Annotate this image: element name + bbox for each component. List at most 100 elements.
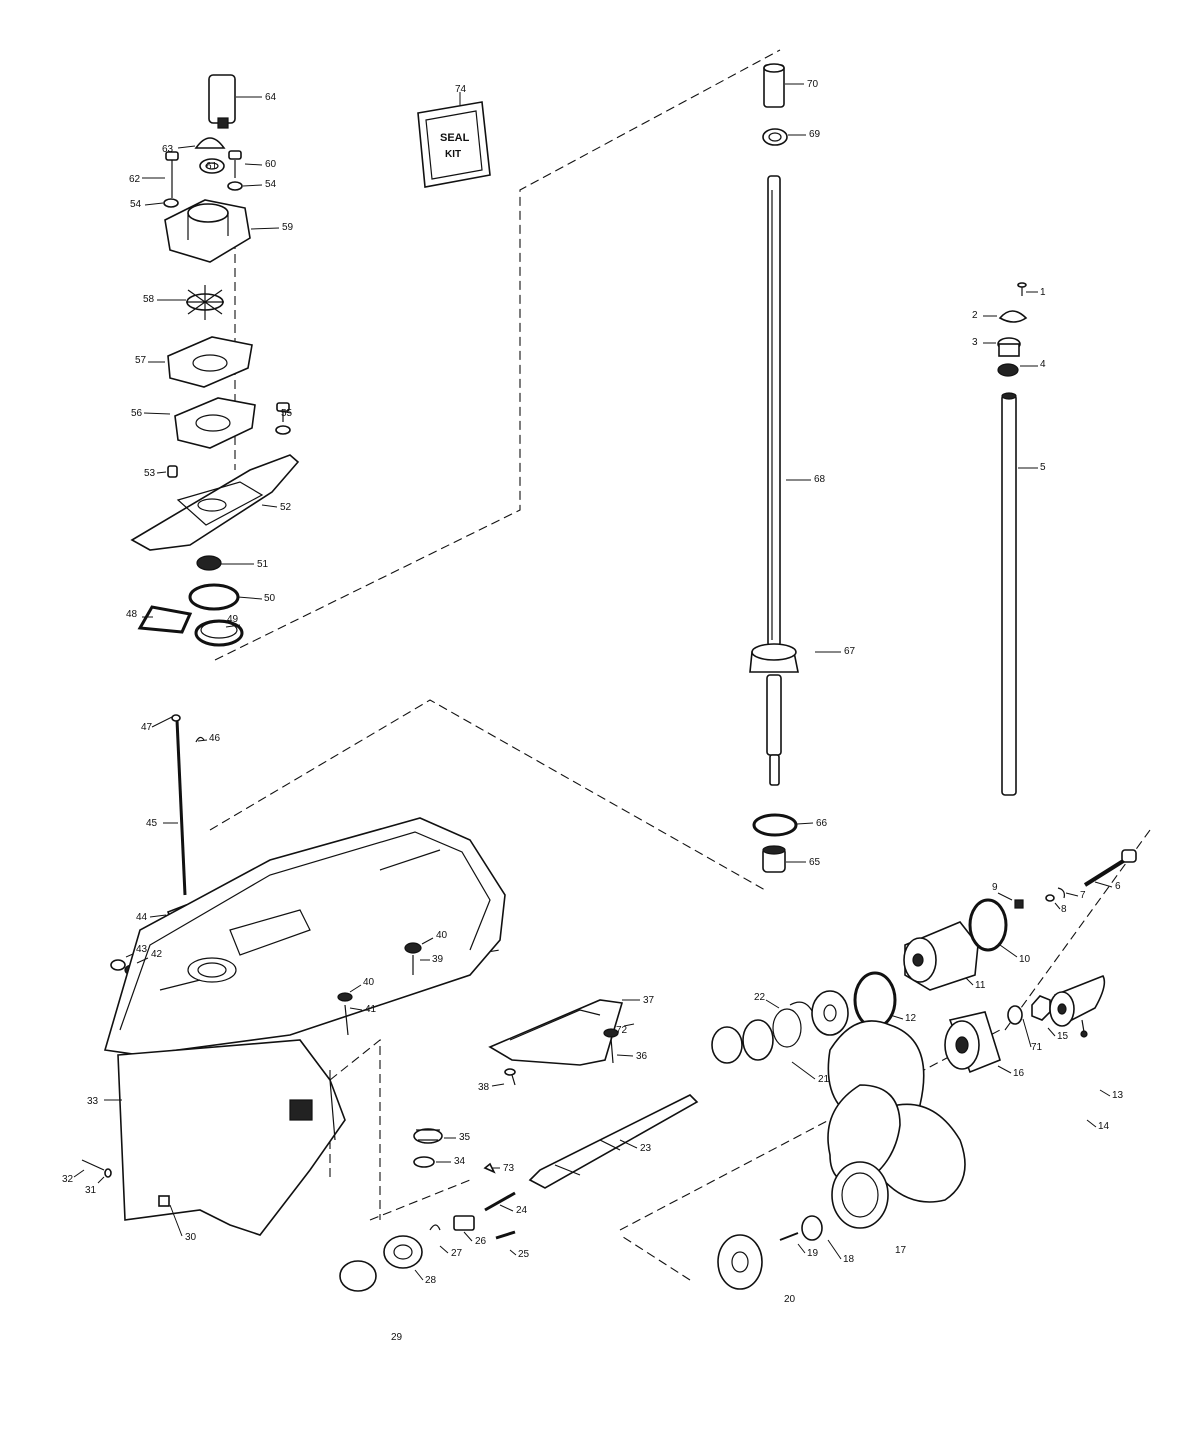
- callout-leader-44: [149, 914, 167, 918]
- callout-leader-31: [97, 1176, 105, 1184]
- callout-leader-52: [261, 504, 278, 508]
- callout-66: 66: [816, 818, 828, 829]
- callout-1: 1: [1040, 287, 1046, 298]
- callout-72: 72: [616, 1025, 628, 1036]
- impeller: [186, 285, 224, 320]
- seal-kit-box: SEAL KIT: [417, 101, 491, 188]
- callout-47: 47: [141, 722, 153, 733]
- callout-42: 42: [151, 949, 163, 960]
- callout-21: 21: [818, 1074, 830, 1085]
- callout-leader-43: [125, 953, 134, 958]
- callout-51: 51: [257, 559, 269, 570]
- callout-leader-40: [349, 984, 362, 993]
- callout-leader-71: [1022, 1018, 1032, 1048]
- callout-leader-47: [151, 716, 173, 728]
- callout-48: 48: [126, 609, 138, 620]
- callout-20: 20: [784, 1294, 796, 1305]
- callout-18: 18: [843, 1254, 855, 1265]
- callout-15: 15: [1057, 1031, 1069, 1042]
- callout-6: 6: [1115, 881, 1121, 892]
- callout-14: 14: [1098, 1121, 1110, 1132]
- callout-71: 71: [1031, 1042, 1043, 1053]
- callout-62: 62: [129, 174, 141, 185]
- callout-29: 29: [391, 1332, 403, 1343]
- callout-24: 24: [516, 1205, 528, 1216]
- callout-63: 63: [162, 144, 174, 155]
- callout-leader-40: [421, 937, 434, 945]
- callout-leader-28: [414, 1269, 424, 1281]
- callout-43: 43: [136, 944, 148, 955]
- callout-16: 16: [1013, 1068, 1025, 1079]
- callout-35: 35: [459, 1132, 471, 1143]
- callout-leader-15: [1047, 1027, 1056, 1037]
- seal-kit-label-line1: SEAL: [440, 132, 470, 144]
- callout-9: 9: [992, 882, 998, 893]
- callout-74: 74: [455, 84, 467, 95]
- callout-34: 34: [454, 1156, 466, 1167]
- propeller-assembly: [717, 974, 1106, 1290]
- callout-19: 19: [807, 1248, 819, 1259]
- callout-41: 41: [365, 1004, 377, 1015]
- callout-59: 59: [282, 222, 294, 233]
- callout-leader-23: [619, 1139, 638, 1149]
- callout-leader-19: [797, 1243, 806, 1254]
- callout-30: 30: [185, 1232, 197, 1243]
- callout-leader-60: [244, 163, 263, 166]
- callout-leader-38: [491, 1083, 505, 1087]
- callout-leader-10: [999, 944, 1018, 958]
- callout-44: 44: [136, 912, 148, 923]
- callout-leader-41: [349, 1007, 363, 1011]
- callout-37: 37: [643, 995, 655, 1006]
- callout-54: 54: [265, 179, 277, 190]
- callout-45: 45: [146, 818, 158, 829]
- callout-40: 40: [363, 977, 375, 988]
- callout-8: 8: [1061, 904, 1067, 915]
- callout-54: 54: [130, 199, 142, 210]
- water-pump-assembly: [130, 74, 300, 647]
- callout-leader-30: [169, 1204, 183, 1237]
- callout-50: 50: [264, 593, 276, 604]
- callout-leader-54: [242, 184, 263, 187]
- callout-leader-16: [997, 1065, 1012, 1074]
- callout-46: 46: [209, 733, 221, 744]
- callout-leader-50: [237, 596, 263, 600]
- callout-40: 40: [436, 930, 448, 941]
- callout-36: 36: [636, 1051, 648, 1062]
- callout-leader-66: [796, 822, 814, 825]
- callout-5: 5: [1040, 462, 1046, 473]
- callout-leader-11: [965, 977, 974, 986]
- driveshaft-assembly: [749, 63, 799, 873]
- callout-leader-49: [225, 624, 241, 628]
- callout-leader-7: [1065, 892, 1079, 897]
- callout-33: 33: [87, 1096, 99, 1107]
- callout-leader-12: [889, 1014, 904, 1020]
- callout-leader-24: [499, 1204, 514, 1212]
- callout-leader-22: [765, 999, 780, 1009]
- callout-64: 64: [265, 92, 277, 103]
- part-callouts: 1234567891011121314151617181920212223242…: [62, 79, 1124, 1343]
- callout-leader-55: [278, 410, 292, 414]
- callout-69: 69: [809, 129, 821, 140]
- callout-3: 3: [972, 337, 978, 348]
- callout-leader-18: [827, 1239, 842, 1260]
- callout-61: 61: [206, 161, 218, 172]
- callout-23: 23: [640, 1143, 652, 1154]
- callout-leader-59: [250, 227, 280, 230]
- callout-38: 38: [478, 1082, 490, 1093]
- callout-10: 10: [1019, 954, 1031, 965]
- callout-52: 52: [280, 502, 292, 513]
- callout-7: 7: [1080, 890, 1086, 901]
- callout-leader-8: [1054, 902, 1061, 910]
- callout-leader-9: [997, 892, 1013, 901]
- callout-2: 2: [972, 310, 978, 321]
- callout-leader-63: [177, 145, 196, 149]
- callout-11: 11: [975, 980, 986, 991]
- callout-32: 32: [62, 1174, 74, 1185]
- callout-68: 68: [814, 474, 826, 485]
- callout-58: 58: [143, 294, 155, 305]
- callout-leader-14: [1086, 1119, 1097, 1128]
- callout-13: 13: [1112, 1090, 1124, 1101]
- callout-25: 25: [518, 1249, 530, 1260]
- callout-55: 55: [281, 408, 293, 419]
